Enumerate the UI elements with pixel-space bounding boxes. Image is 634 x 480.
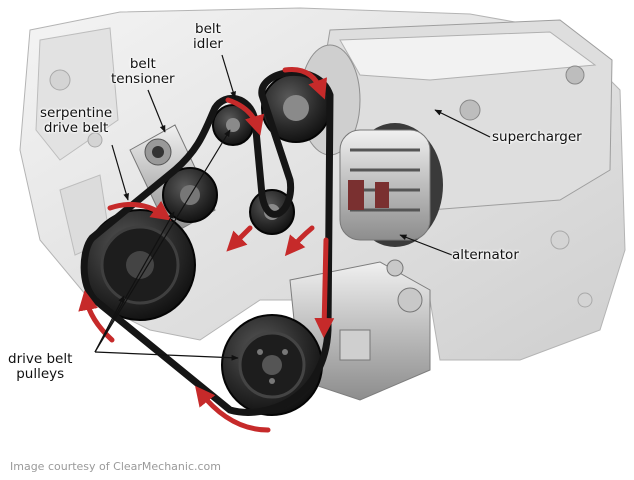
label-belt-idler-line1: belt	[195, 21, 221, 37]
direction-arrow	[314, 237, 335, 338]
leader-lines	[94, 54, 491, 361]
direction-arrow	[226, 225, 253, 252]
pulleys	[84, 73, 331, 416]
label-alternator-text: alternator	[452, 247, 519, 263]
label-belt-idler: belt idler	[193, 22, 223, 52]
direction-arrow	[225, 97, 265, 136]
image-credit: Image courtesy of ClearMechanic.com	[10, 460, 221, 473]
label-serpentine-line1: serpentine	[40, 105, 113, 121]
compressor-pulley	[221, 314, 323, 416]
label-serpentine-line2: drive belt	[43, 120, 109, 136]
serpentine-belt	[80, 69, 334, 416]
label-belt-tensioner: belt tensioner	[111, 57, 175, 87]
belt-direction-arrows	[78, 66, 335, 433]
crank-pulley	[84, 209, 196, 321]
label-drive-belt-pulleys: drive belt pulleys	[8, 352, 72, 382]
label-pulleys-line2: pulleys	[16, 366, 65, 382]
direction-arrow	[282, 66, 328, 100]
alternator-unit	[339, 123, 443, 247]
label-belt-idler-line2: idler	[193, 36, 223, 52]
label-alternator: alternator	[452, 248, 519, 263]
engine-belt-diagram	[19, 7, 626, 433]
direction-arrow	[107, 200, 172, 221]
direction-arrow	[195, 385, 271, 433]
direction-arrow	[78, 290, 115, 343]
direction-arrow	[284, 225, 315, 257]
label-supercharger: supercharger	[492, 130, 582, 145]
label-serpentine-drive-belt: serpentine drive belt	[40, 106, 112, 136]
label-belt-tensioner-line2: tensioner	[111, 71, 175, 87]
label-pulleys-line1: drive belt	[8, 351, 73, 367]
label-belt-tensioner-line1: belt	[129, 56, 156, 72]
label-supercharger-text: supercharger	[492, 129, 582, 145]
